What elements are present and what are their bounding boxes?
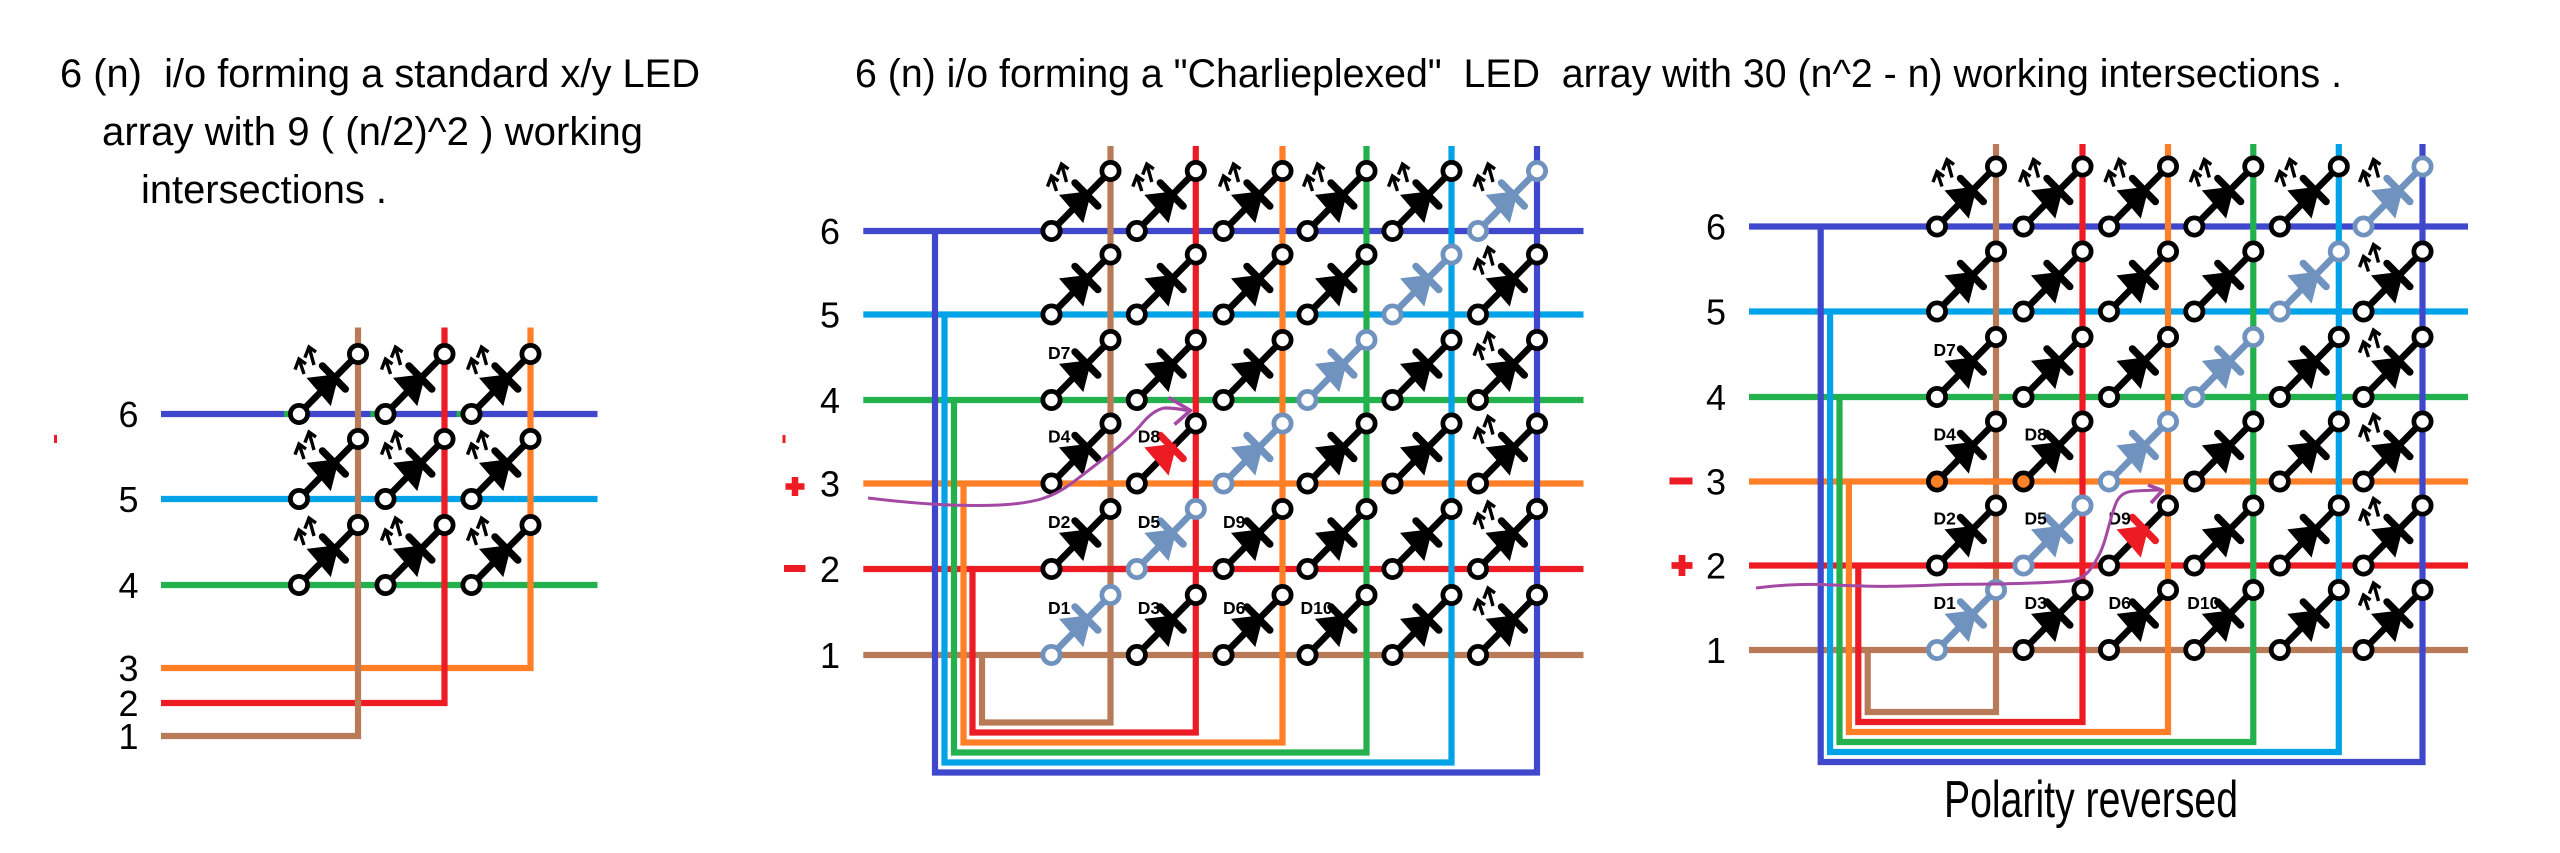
svg-text:D3: D3 <box>1138 598 1161 618</box>
svg-text:D7: D7 <box>1048 343 1070 363</box>
svg-text:4: 4 <box>820 380 840 421</box>
svg-text:D9: D9 <box>1223 512 1246 532</box>
svg-text:1: 1 <box>1706 630 1726 671</box>
svg-text:D6: D6 <box>2109 593 2132 613</box>
svg-text:D10: D10 <box>1301 598 1333 618</box>
svg-text:intersections .: intersections . <box>141 168 387 212</box>
svg-text:4: 4 <box>118 565 138 606</box>
svg-text:3: 3 <box>1706 462 1726 503</box>
svg-text:5: 5 <box>1706 292 1726 333</box>
svg-text:5: 5 <box>118 479 138 520</box>
svg-text:D2: D2 <box>1934 509 1957 529</box>
svg-text:D5: D5 <box>2025 509 2048 529</box>
svg-text:Polarity reversed: Polarity reversed <box>1944 771 2238 829</box>
svg-text:3: 3 <box>820 464 840 505</box>
svg-text:2: 2 <box>1706 546 1726 587</box>
svg-text:6: 6 <box>118 394 138 435</box>
svg-text:D7: D7 <box>1934 340 1956 360</box>
svg-text:2: 2 <box>118 683 138 724</box>
svg-text:D6: D6 <box>1223 598 1246 618</box>
svg-text:D2: D2 <box>1048 512 1071 532</box>
svg-text:D5: D5 <box>1138 512 1161 532</box>
svg-text:D1: D1 <box>1048 598 1071 618</box>
svg-text:2: 2 <box>820 549 840 590</box>
svg-text:D3: D3 <box>2025 593 2048 613</box>
svg-text:5: 5 <box>820 295 840 336</box>
svg-text:D1: D1 <box>1934 593 1957 613</box>
svg-text:3: 3 <box>118 648 138 689</box>
svg-text:D8: D8 <box>1138 427 1161 447</box>
svg-text:4: 4 <box>1706 377 1726 418</box>
svg-text:D4: D4 <box>1934 425 1957 445</box>
svg-text:6 (n) i/o forming a "Charliepl: 6 (n) i/o forming a "Charlieplexed" LED … <box>855 52 2342 96</box>
svg-text:D10: D10 <box>2187 593 2219 613</box>
svg-text:6: 6 <box>1706 207 1726 248</box>
svg-text:6: 6 <box>820 211 840 252</box>
svg-text:1: 1 <box>118 716 138 757</box>
svg-text:1: 1 <box>820 635 840 676</box>
svg-text:D9: D9 <box>2109 509 2132 529</box>
svg-text:D8: D8 <box>2025 425 2048 445</box>
svg-text:6 (n) i/o forming a standard: 6 (n) i/o forming a standard x/y LED <box>60 52 700 96</box>
svg-text:D4: D4 <box>1048 427 1071 447</box>
svg-text:array with 9 ( (n/2)^2 ) worki: array with 9 ( (n/2)^2 ) working <box>102 110 643 154</box>
